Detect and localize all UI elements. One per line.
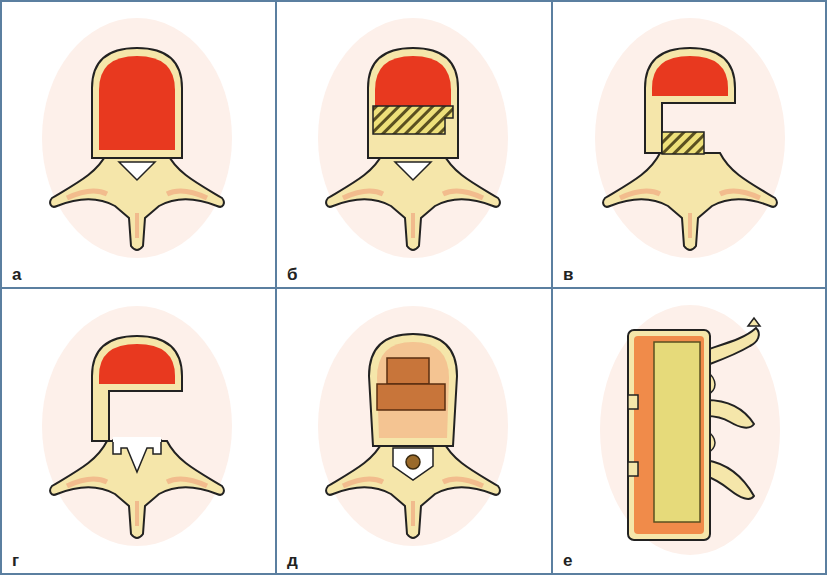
vertebra-resected-arch xyxy=(42,306,232,546)
figure-panel: в xyxy=(551,0,827,289)
figure-panel: д xyxy=(275,287,553,575)
panel-letter: е xyxy=(561,552,574,571)
panel-letter: г xyxy=(10,552,21,571)
figure-panel: г xyxy=(0,287,277,575)
panel-letter: б xyxy=(285,266,300,285)
panel-letter: а xyxy=(10,266,23,285)
vertebra-implant xyxy=(318,306,508,546)
vertebra-graft xyxy=(318,18,508,258)
panel-letter: в xyxy=(561,266,575,285)
spine-lateral-plate xyxy=(600,305,780,555)
figure-panel: б xyxy=(275,0,553,289)
vertebra-intact xyxy=(42,18,232,258)
vertebra-resected-graft xyxy=(595,18,785,258)
figure-panel: е xyxy=(551,287,827,575)
figure-panel: а xyxy=(0,0,277,289)
panel-letter: д xyxy=(285,552,300,571)
